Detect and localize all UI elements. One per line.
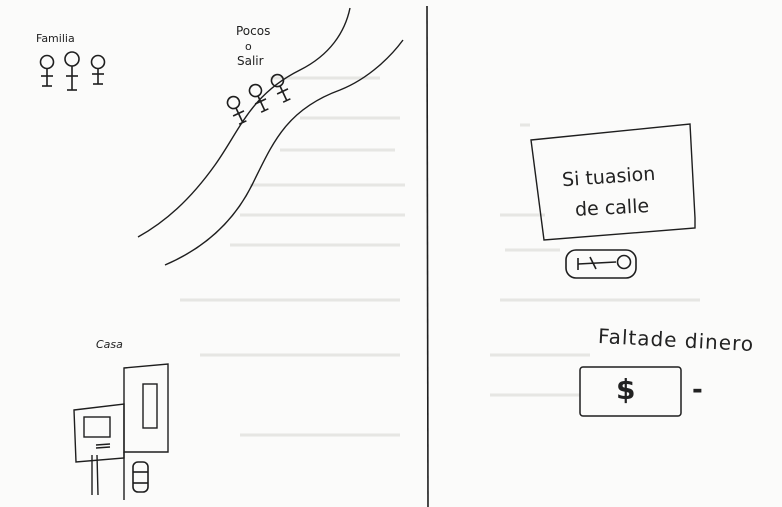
page-divider <box>427 6 428 507</box>
house-drawing <box>74 364 168 500</box>
label-situacion-line2: de calle <box>574 195 649 221</box>
figure-1 <box>41 56 54 87</box>
car-icon <box>133 462 148 492</box>
figure-2 <box>65 52 79 90</box>
label-o: o <box>245 40 252 53</box>
river-bank-right <box>165 40 403 265</box>
family-figures <box>41 52 105 90</box>
label-salir: Salir <box>237 54 264 68</box>
label-dash: - <box>692 375 703 405</box>
label-casa: Casa <box>96 338 123 351</box>
label-pocos: Pocos <box>236 24 270 38</box>
label-familia: Familia <box>36 32 75 45</box>
lying-person-icon <box>566 250 636 278</box>
dollar-sign-icon: $ <box>616 373 635 406</box>
figure-3 <box>92 56 105 85</box>
